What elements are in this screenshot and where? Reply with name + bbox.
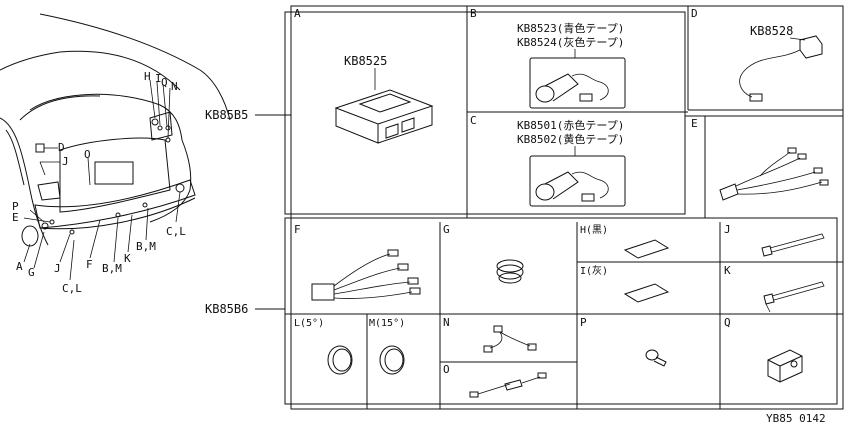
cell-e-harness [719, 147, 829, 201]
cell-i-pad [623, 283, 670, 303]
cell-letter-m: M(15°) [369, 318, 405, 329]
cell-letter-b: B [470, 7, 477, 20]
cell-letter-j: J [724, 223, 731, 236]
cell-p-screw [645, 349, 667, 367]
callout-e: E [12, 211, 19, 224]
parts-grid [284, 5, 844, 410]
cell-letter-g: G [443, 223, 450, 236]
part-number-a: KB8525 [344, 54, 387, 68]
cell-j-cable-tie [761, 233, 825, 257]
callout-a: A [16, 260, 23, 273]
cell-letter-n: N [443, 316, 450, 329]
car-illustration: H I Q N D J O P E A G J C,L F B,M K B,M … [0, 13, 231, 295]
callout-f: F [86, 258, 93, 271]
cell-n-cable [483, 325, 537, 353]
cell-k-cable-tie [763, 281, 825, 313]
callout-n: N [171, 80, 178, 93]
cell-o-cable [469, 372, 547, 398]
cell-letter-f: F [294, 223, 301, 236]
callout-bm-right: B,M [136, 240, 156, 253]
callout-k: K [124, 252, 131, 265]
cell-l-bezel [327, 345, 353, 375]
cell-f-harness [311, 249, 421, 301]
part-number-b2: KB8524(灰色テープ) [517, 35, 624, 49]
cell-letter-q: Q [724, 316, 731, 329]
cell-m-bezel [379, 345, 405, 375]
cell-letter-d: D [691, 7, 698, 20]
callout-cl-left: C,L [62, 282, 82, 295]
callout-i: I [155, 72, 162, 85]
callout-h: H [144, 70, 151, 83]
cell-letter-o: O [443, 363, 450, 376]
cell-letter-k: K [724, 264, 731, 277]
cell-q-bracket [767, 349, 803, 383]
callout-j-bottom: J [54, 262, 61, 275]
cell-letter-h: H(黒) [580, 224, 608, 236]
cell-a-control-unit: KB8525 [334, 54, 434, 144]
callout-cl-right: C,L [166, 225, 186, 238]
cell-letter-p: P [580, 316, 587, 329]
cell-g-grommet [496, 259, 524, 284]
cell-b-sensor: KB8523(青色テープ) KB8524(灰色テープ) [517, 21, 626, 109]
part-number-d: KB8528 [750, 24, 793, 38]
cell-letter-e: E [691, 117, 698, 130]
cell-letter-i: I(灰) [580, 264, 608, 277]
cell-c-sensor: KB8501(赤色テープ) KB8502(黄色テープ) [517, 118, 626, 207]
part-number-c1: KB8501(赤色テープ) [517, 118, 624, 132]
callout-bm-left: B,M [102, 262, 122, 275]
cell-d-buzzer: KB8528 [739, 24, 823, 102]
cell-letter-a: A [294, 7, 301, 20]
callout-o: O [84, 148, 91, 161]
cell-letter-c: C [470, 114, 477, 127]
callout-p: P [12, 200, 19, 213]
group-label-lower: KB85B6 [205, 302, 248, 316]
part-number-b1: KB8523(青色テープ) [517, 21, 624, 35]
cell-letter-l: L(5°) [294, 318, 324, 329]
callout-d: D [58, 141, 65, 154]
figure-code: YB85 0142 [766, 412, 826, 425]
group-label-upper: KB85B5 [205, 108, 248, 122]
callout-q: Q [161, 76, 168, 89]
callout-g: G [28, 266, 35, 279]
part-number-c2: KB8502(黄色テープ) [517, 132, 624, 146]
callout-j-top: J [62, 155, 69, 168]
cell-h-pad [623, 239, 670, 259]
